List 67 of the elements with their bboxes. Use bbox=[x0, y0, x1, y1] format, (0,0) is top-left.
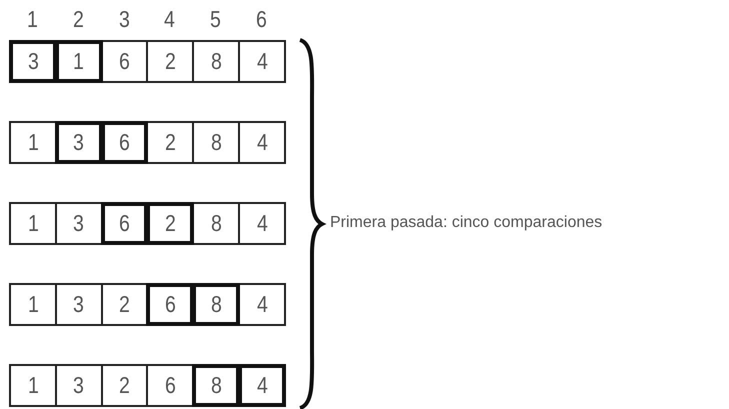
array-cell bbox=[146, 40, 194, 83]
cell-value: 6 bbox=[164, 372, 176, 399]
index-number: 6 bbox=[256, 6, 267, 33]
array-cell bbox=[192, 364, 240, 407]
array-cell bbox=[9, 40, 57, 83]
array-cell bbox=[146, 364, 194, 407]
array-cell bbox=[9, 121, 57, 164]
cell-value: 2 bbox=[164, 48, 176, 75]
cell-value: 2 bbox=[119, 372, 130, 399]
brace-note: Primera pasada: cinco comparaciones bbox=[330, 214, 602, 232]
cell-value: 6 bbox=[119, 48, 130, 75]
array-cell bbox=[146, 283, 194, 326]
cell-value: 1 bbox=[27, 129, 38, 156]
index-number: 1 bbox=[26, 6, 38, 33]
array-cell bbox=[192, 121, 240, 164]
cell-value: 1 bbox=[27, 291, 38, 318]
cell-value: 3 bbox=[27, 48, 38, 75]
cell-value: 1 bbox=[73, 48, 84, 75]
cell-value: 2 bbox=[164, 129, 176, 156]
array-cell bbox=[54, 202, 103, 245]
array-cell bbox=[100, 283, 148, 326]
array-cell bbox=[192, 283, 240, 326]
cell-value: 8 bbox=[210, 291, 222, 318]
array-cell bbox=[100, 364, 148, 407]
array-cell bbox=[192, 40, 240, 83]
cell-value: 3 bbox=[73, 210, 84, 237]
array-cell bbox=[100, 40, 148, 83]
cell-value: 1 bbox=[27, 372, 38, 399]
array-cell bbox=[100, 202, 148, 245]
cell-value: 2 bbox=[164, 210, 176, 237]
array-cell bbox=[54, 40, 103, 83]
cell-value: 4 bbox=[256, 372, 268, 399]
array-cell bbox=[9, 202, 57, 245]
cell-value: 8 bbox=[210, 48, 222, 75]
cell-value: 4 bbox=[256, 210, 268, 237]
cell-value: 3 bbox=[73, 129, 84, 156]
array-cell bbox=[238, 40, 286, 83]
index-number: 2 bbox=[72, 6, 84, 33]
array-cell bbox=[192, 202, 240, 245]
array-cell bbox=[9, 283, 57, 326]
array-cell bbox=[238, 202, 286, 245]
cell-value: 2 bbox=[119, 291, 130, 318]
array-cell bbox=[9, 364, 57, 407]
array-cell bbox=[54, 364, 103, 407]
array-cell bbox=[54, 283, 103, 326]
index-number: 3 bbox=[118, 6, 130, 33]
cell-value: 6 bbox=[119, 129, 130, 156]
cell-value: 6 bbox=[119, 210, 130, 237]
array-cell bbox=[146, 121, 194, 164]
index-number: 4 bbox=[164, 6, 176, 33]
array-cell bbox=[238, 364, 286, 407]
cell-value: 6 bbox=[164, 291, 176, 318]
cell-value: 4 bbox=[256, 48, 268, 75]
array-cell bbox=[238, 283, 286, 326]
cell-value: 4 bbox=[256, 291, 268, 318]
cell-value: 3 bbox=[73, 291, 84, 318]
array-cell bbox=[100, 121, 148, 164]
cell-value: 8 bbox=[210, 129, 222, 156]
cell-value: 3 bbox=[73, 372, 84, 399]
cell-value: 4 bbox=[256, 129, 268, 156]
array-cell bbox=[54, 121, 103, 164]
index-number: 5 bbox=[210, 6, 221, 33]
array-cell bbox=[238, 121, 286, 164]
cell-value: 1 bbox=[27, 210, 38, 237]
array-cell bbox=[146, 202, 194, 245]
cell-value: 8 bbox=[210, 372, 222, 399]
cell-value: 8 bbox=[210, 210, 222, 237]
